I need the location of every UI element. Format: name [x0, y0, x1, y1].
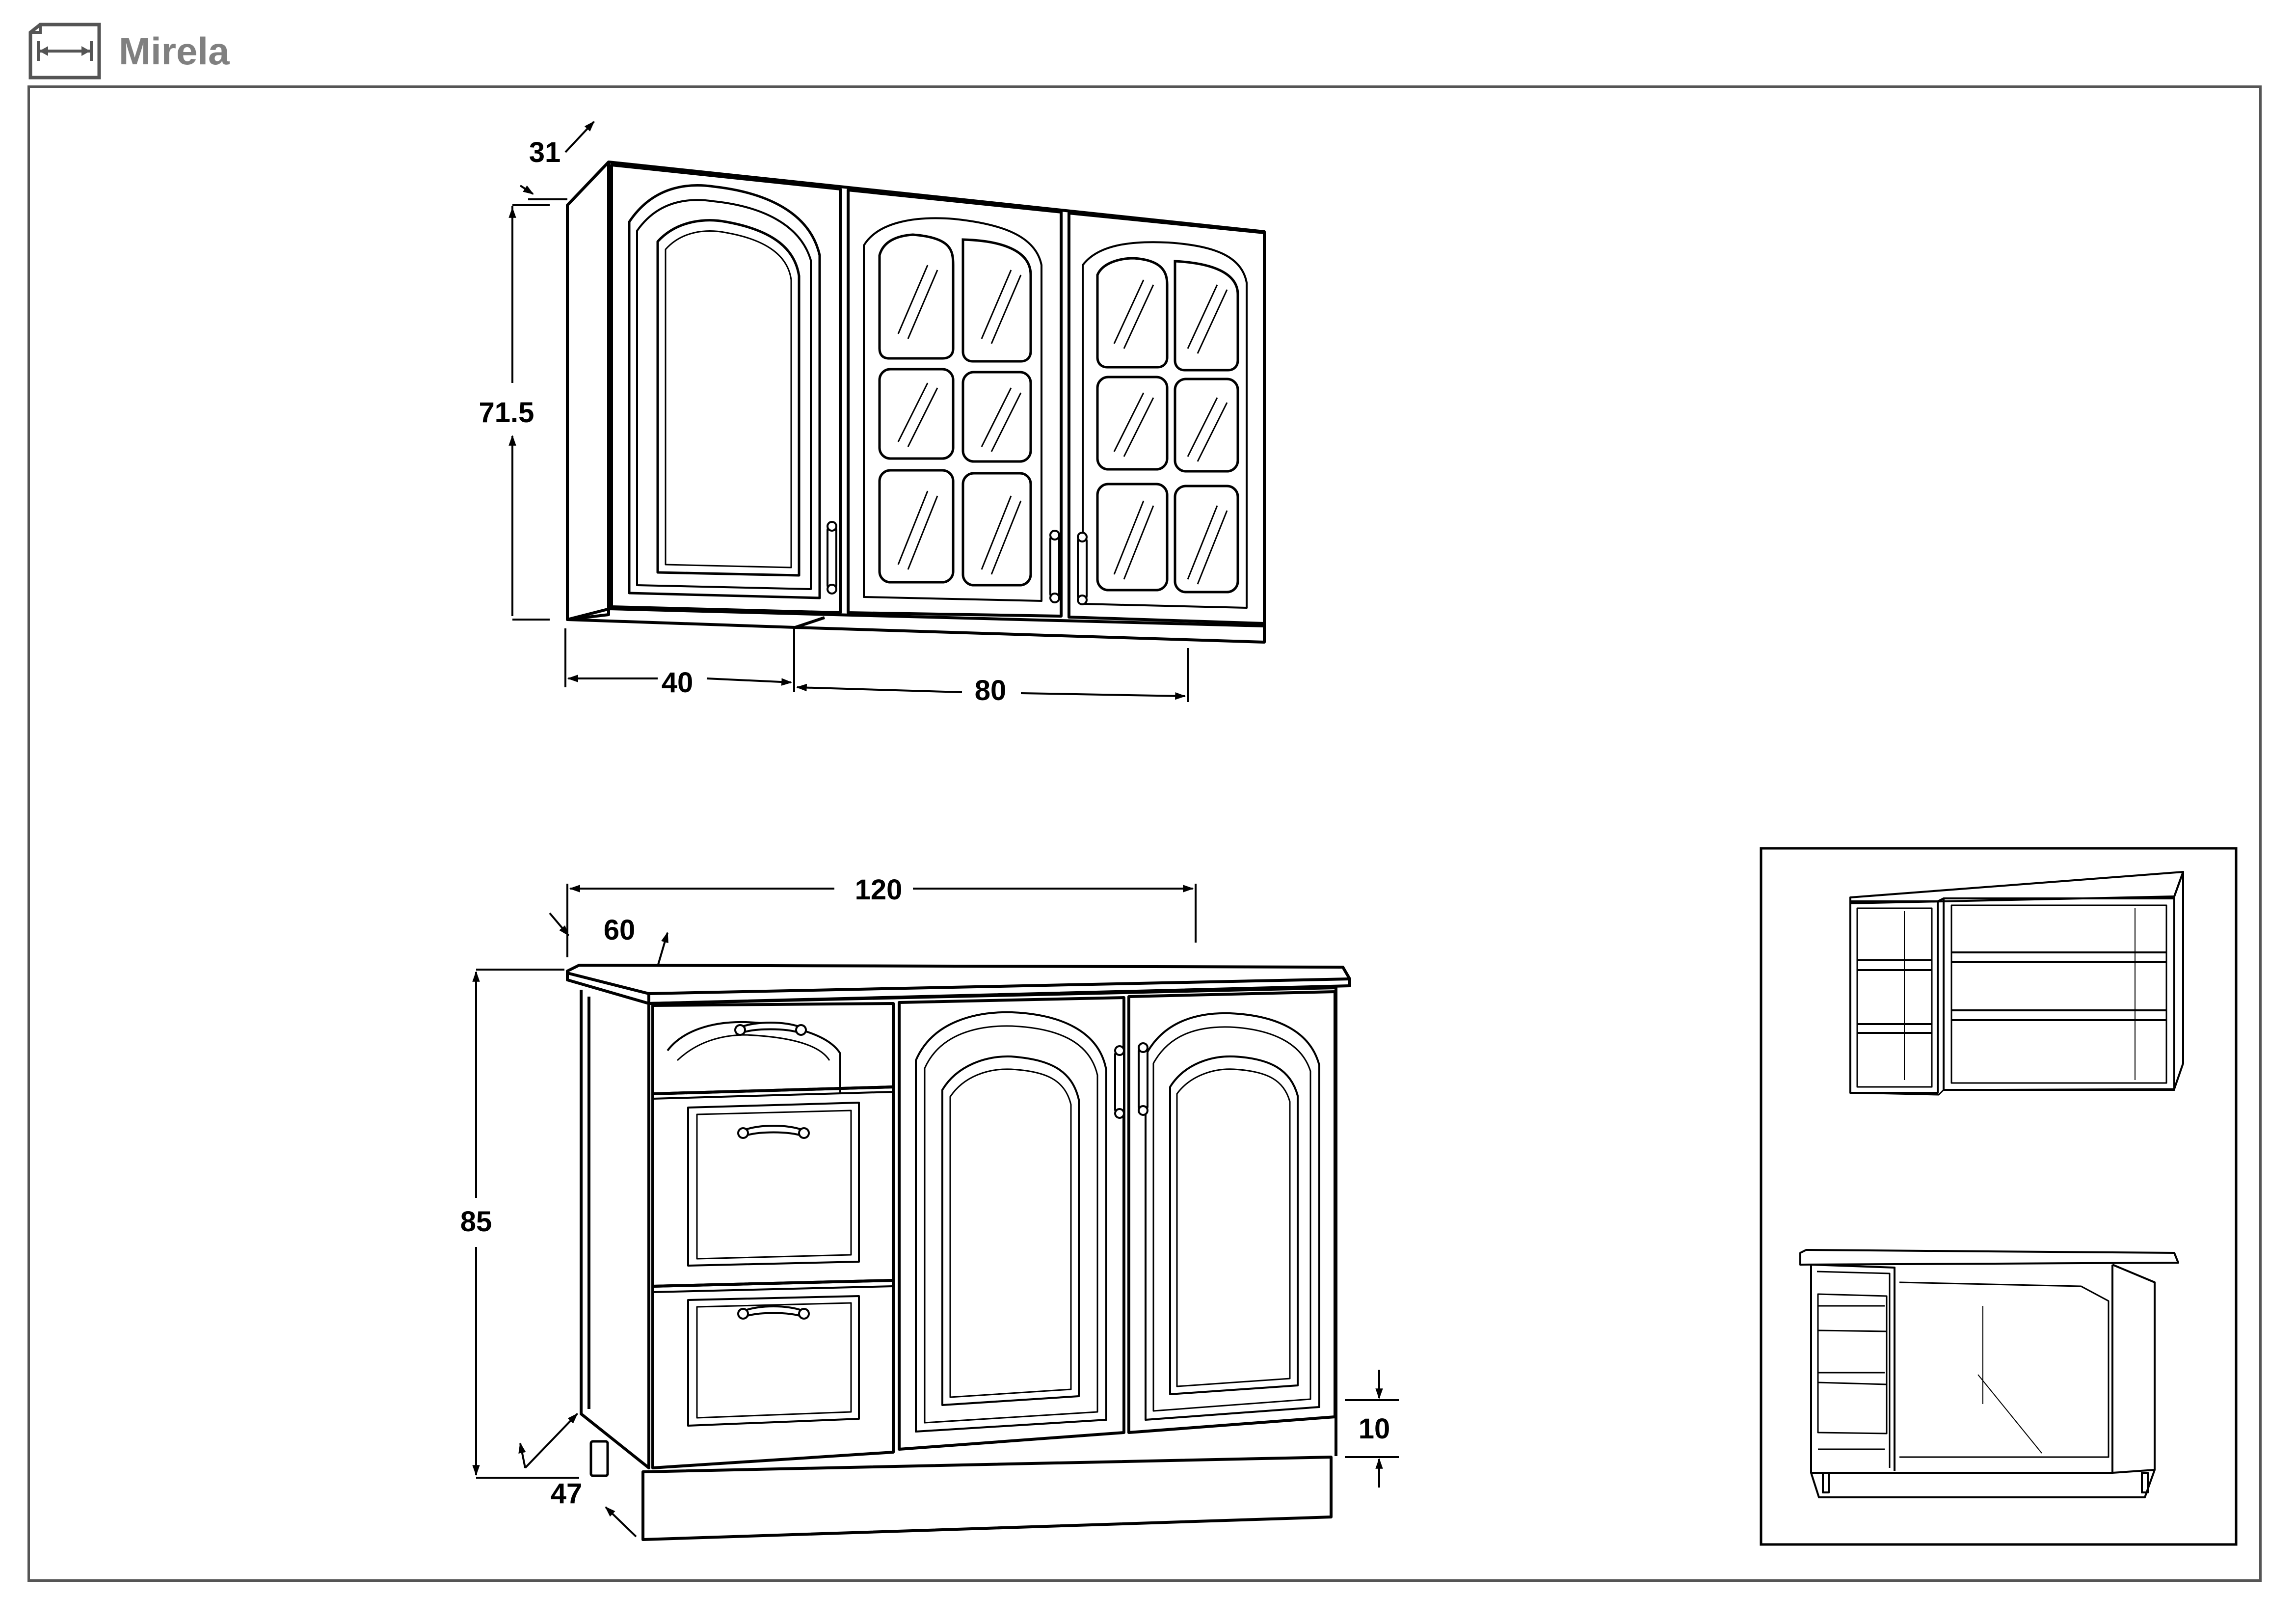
lower-width-label: 120 [855, 874, 903, 906]
lower-inner-depth-label: 47 [551, 1478, 583, 1510]
plinth-height-label: 10 [1359, 1413, 1390, 1445]
header: Mirela [27, 22, 229, 81]
lower-dimensions [472, 884, 1399, 1538]
upper-width-left-label: 40 [662, 667, 694, 699]
drawing-frame [27, 85, 2262, 1582]
lower-handles [734, 1022, 1148, 1320]
lower-cabinet-drawing [566, 964, 1351, 1541]
upper-dimensions [508, 121, 1189, 702]
lower-depth-label: 60 [604, 914, 636, 946]
inset-lower-open-cabinet [1799, 1249, 2179, 1498]
upper-width-right-label: 80 [975, 675, 1007, 706]
upper-height-label: 71.5 [479, 397, 534, 429]
width-dimension-icon [28, 23, 101, 80]
inset-upper-open-cabinet [1849, 871, 2184, 1096]
product-title: Mirela [119, 29, 230, 73]
upper-depth-label: 31 [529, 136, 561, 168]
upper-door-handles [827, 521, 1088, 605]
glass-panes-door-2 [878, 233, 1032, 587]
glass-panes-door-3 [1096, 257, 1239, 594]
upper-cabinet-drawing [566, 161, 1266, 644]
inset-view-box [1760, 847, 2238, 1546]
lower-height-label: 85 [460, 1206, 492, 1238]
